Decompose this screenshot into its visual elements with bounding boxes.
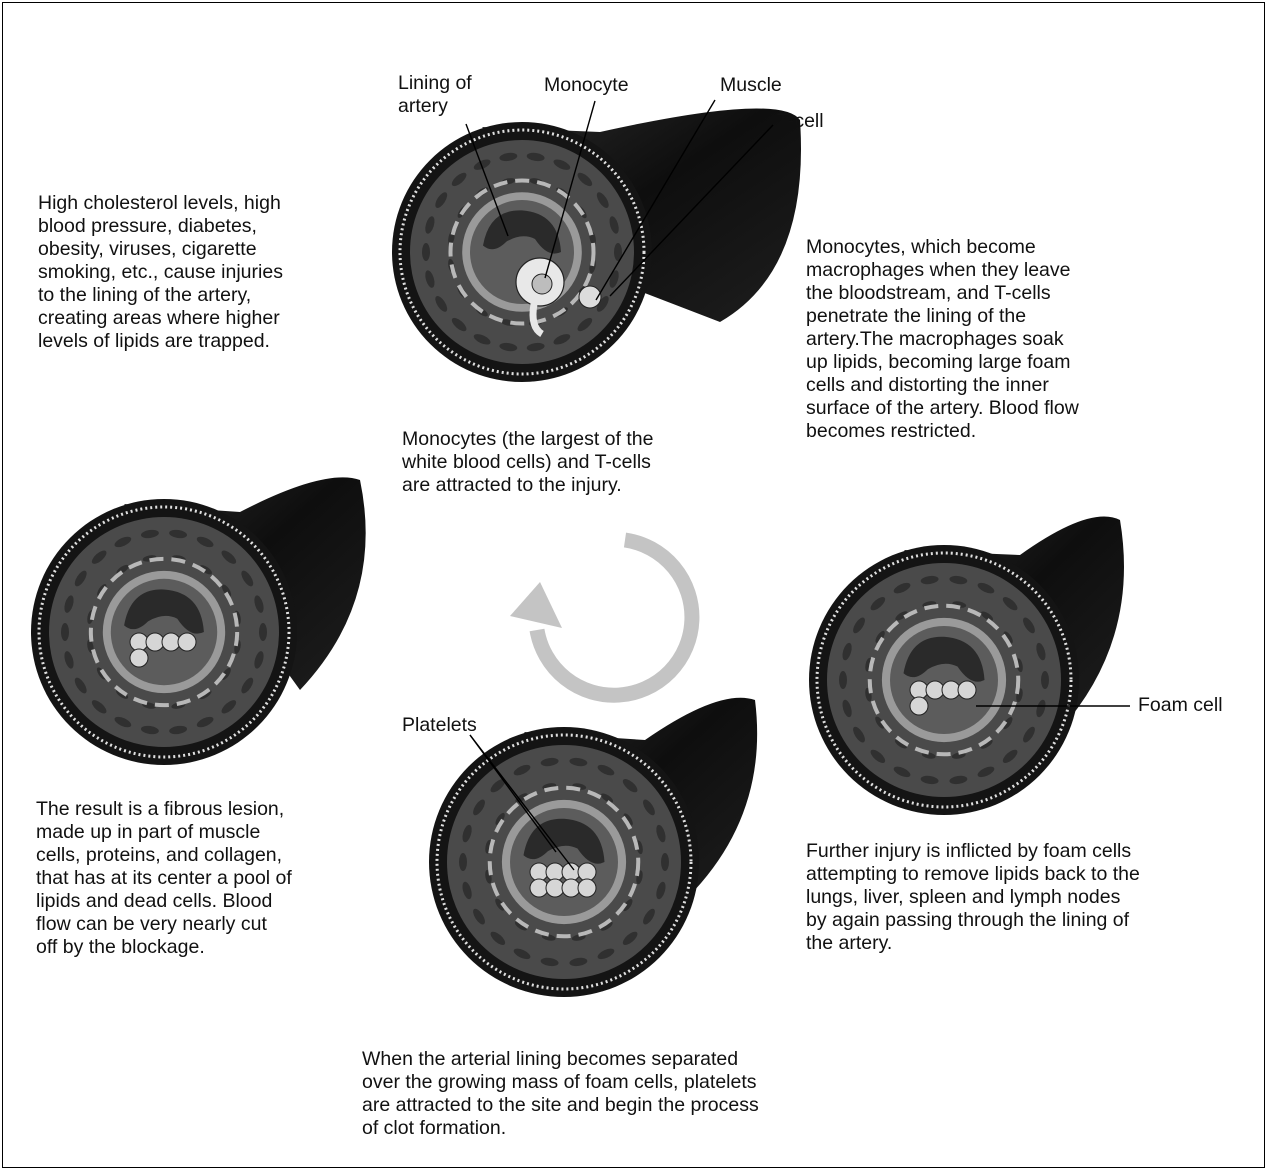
caption-stage2: Monocytes, which become macrophages when… (806, 236, 1079, 443)
caption-stage4: When the arterial lining becomes separat… (362, 1048, 759, 1140)
artery-stage2 (809, 517, 1124, 815)
artery-stage4 (31, 477, 366, 765)
label-platelets: Platelets (402, 714, 477, 737)
caption-stage5: The result is a fibrous lesion, made up … (36, 798, 292, 959)
caption-injury-causes: High cholesterol levels, high blood pres… (38, 192, 283, 353)
caption-stage3: Further injury is inflicted by foam cell… (806, 840, 1140, 955)
caption-stage1: Monocytes (the largest of the white bloo… (402, 428, 653, 497)
cycle-arrow (510, 540, 692, 695)
artery-stage3 (429, 698, 757, 997)
label-t-cell: T-cell (777, 110, 824, 133)
label-lining-of-artery: Lining of artery (398, 72, 472, 118)
label-monocyte: Monocyte (544, 74, 629, 97)
label-muscle: Muscle (720, 74, 782, 97)
label-foam-cell: Foam cell (1138, 694, 1223, 717)
artery-stage1 (392, 108, 801, 382)
